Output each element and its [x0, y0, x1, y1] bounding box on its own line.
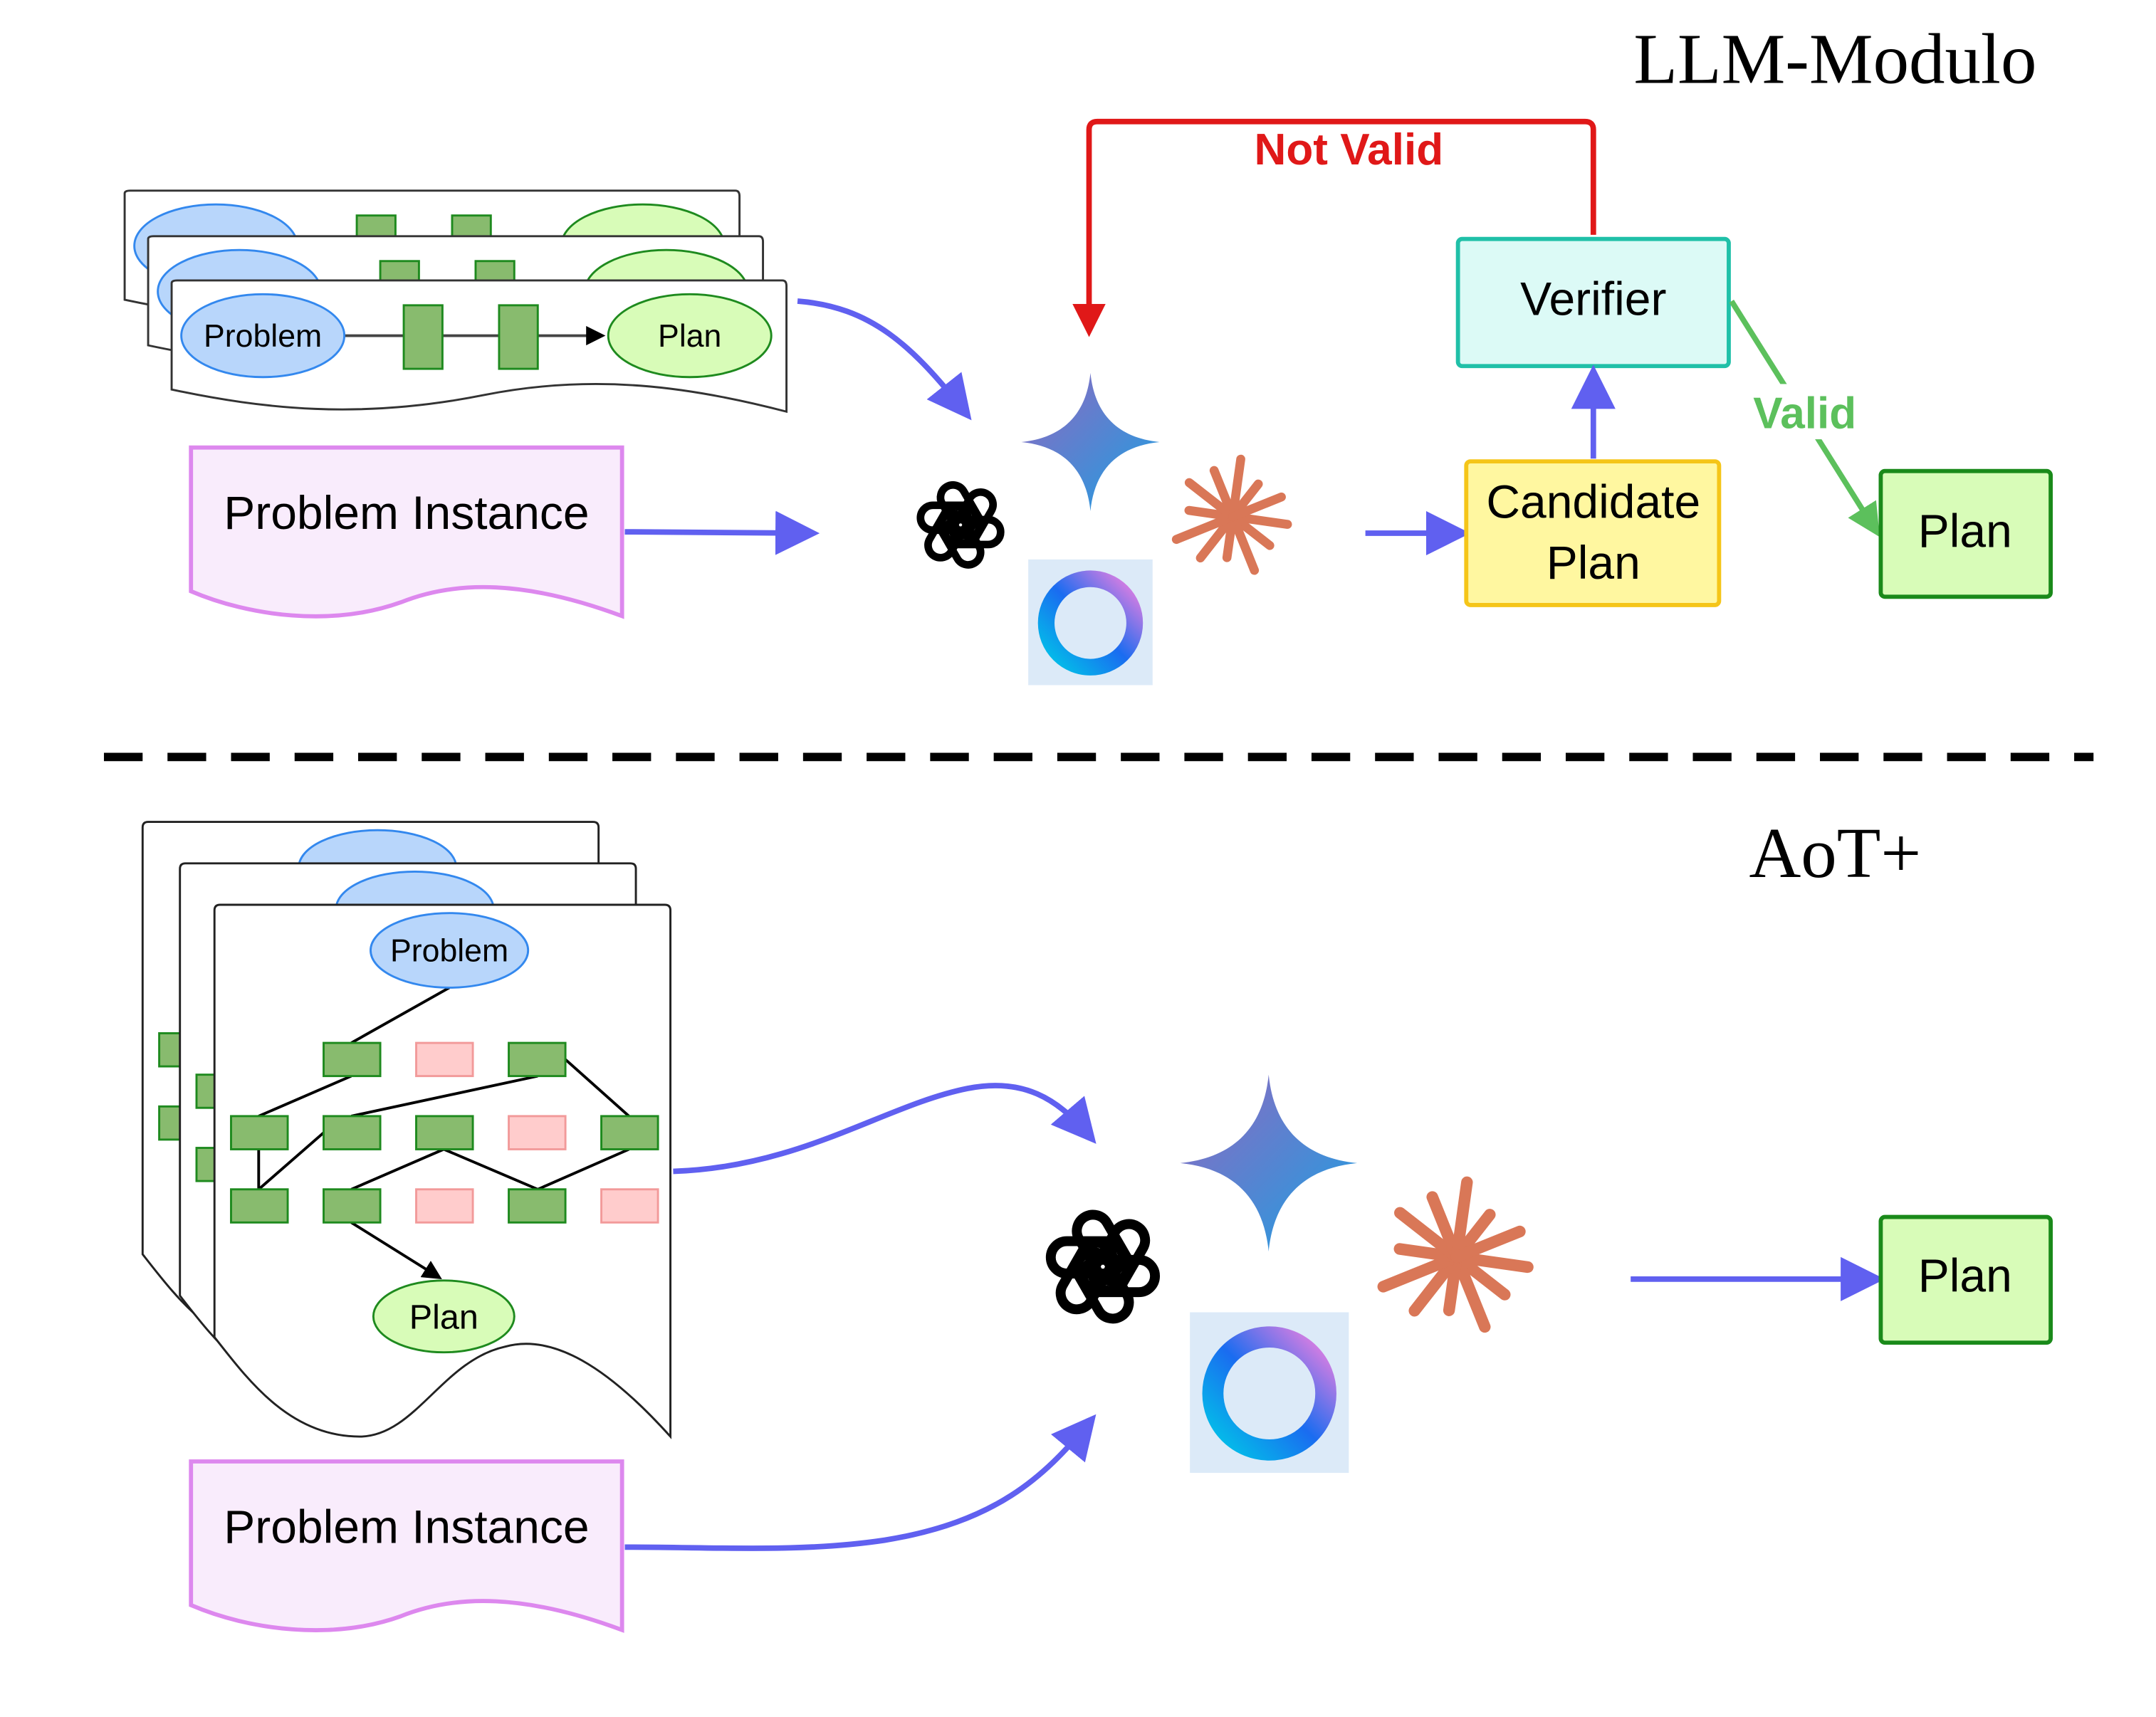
edge: [350, 1148, 445, 1191]
not-valid-label: Not Valid: [1255, 125, 1444, 174]
llm-logos-bottom: [1045, 1074, 1534, 1474]
step-node: [508, 1041, 567, 1078]
step-node: [323, 1115, 382, 1150]
edge: [537, 1148, 630, 1191]
problem-node: [180, 293, 346, 379]
plan-output-box-bottom: Plan: [1878, 1214, 2053, 1345]
plan-node: [372, 1279, 516, 1354]
problem-node-label: Problem: [204, 319, 322, 354]
step-node: [230, 1115, 289, 1150]
step-node: [323, 1188, 382, 1224]
copilot-logo-icon: [1028, 559, 1153, 686]
problem-instance-label-bottom: Problem Instance: [224, 1501, 589, 1553]
plan-node-label: Plan: [658, 319, 721, 354]
claude-logo-icon: [1377, 1176, 1534, 1333]
edge-to-plan: [350, 1221, 442, 1279]
dead-end-node: [415, 1188, 474, 1224]
problem-node: [370, 912, 530, 989]
copilot-logo-icon: [1190, 1312, 1349, 1474]
edge: [350, 1074, 538, 1118]
candidate-label-line2: Plan: [1547, 536, 1640, 589]
gemini-logo-icon: [1021, 372, 1160, 511]
plan-output-label-bottom: Plan: [1918, 1249, 2012, 1301]
plan-node: [607, 293, 773, 379]
plan-output-label-top: Plan: [1918, 504, 2012, 557]
gemini-logo-icon: [1180, 1074, 1357, 1252]
plan-node-label: Plan: [409, 1298, 478, 1337]
valid-label: Valid: [1753, 389, 1856, 439]
plan-output-box-top: Plan: [1878, 468, 2053, 599]
problem-instance-box-bottom: Problem Instance: [189, 1459, 624, 1633]
verifier-label: Verifier: [1520, 272, 1666, 325]
arrow-traces-to-llm: [673, 1083, 1097, 1175]
arrow-instance-to-llm: [624, 510, 820, 555]
edge: [350, 986, 451, 1044]
problem-node-label: Problem: [390, 934, 508, 969]
step-node: [402, 304, 444, 370]
not-valid-feedback-arrow: [1072, 118, 1596, 337]
step-node: [415, 1115, 474, 1150]
example-documents-stack: Problem Plan: [123, 189, 788, 414]
dead-end-node: [415, 1041, 474, 1078]
verifier-box: Verifier: [1455, 236, 1731, 369]
dead-end-node: [600, 1188, 659, 1224]
claude-logo-icon: [1171, 454, 1292, 575]
edge: [258, 1074, 352, 1118]
dead-end-node: [508, 1115, 567, 1150]
problem-instance-label: Problem Instance: [224, 486, 589, 539]
step-node: [600, 1115, 659, 1150]
step-node: [323, 1041, 382, 1078]
candidate-label-line1: Candidate: [1486, 476, 1700, 528]
problem-instance-box: Problem Instance: [189, 445, 624, 619]
step-node: [230, 1188, 289, 1224]
example-document: Problem Plan: [170, 279, 788, 414]
edge: [564, 1058, 630, 1118]
arrow-examples-to-llm: [797, 298, 972, 421]
step-node: [508, 1188, 567, 1224]
edge: [443, 1148, 539, 1191]
step-node: [498, 304, 539, 370]
openai-logo-icon: [916, 481, 1005, 569]
edge: [258, 1131, 325, 1191]
llm-modulo-title: LLM-Modulo: [1633, 19, 2036, 98]
aot-plus-title: AoT+: [1749, 813, 1921, 893]
llm-logos: [916, 372, 1292, 686]
arrow-instance-to-llm-bottom: [624, 1414, 1097, 1551]
candidate-plan-box: Candidate Plan: [1464, 459, 1722, 607]
openai-logo-icon: [1045, 1209, 1161, 1324]
